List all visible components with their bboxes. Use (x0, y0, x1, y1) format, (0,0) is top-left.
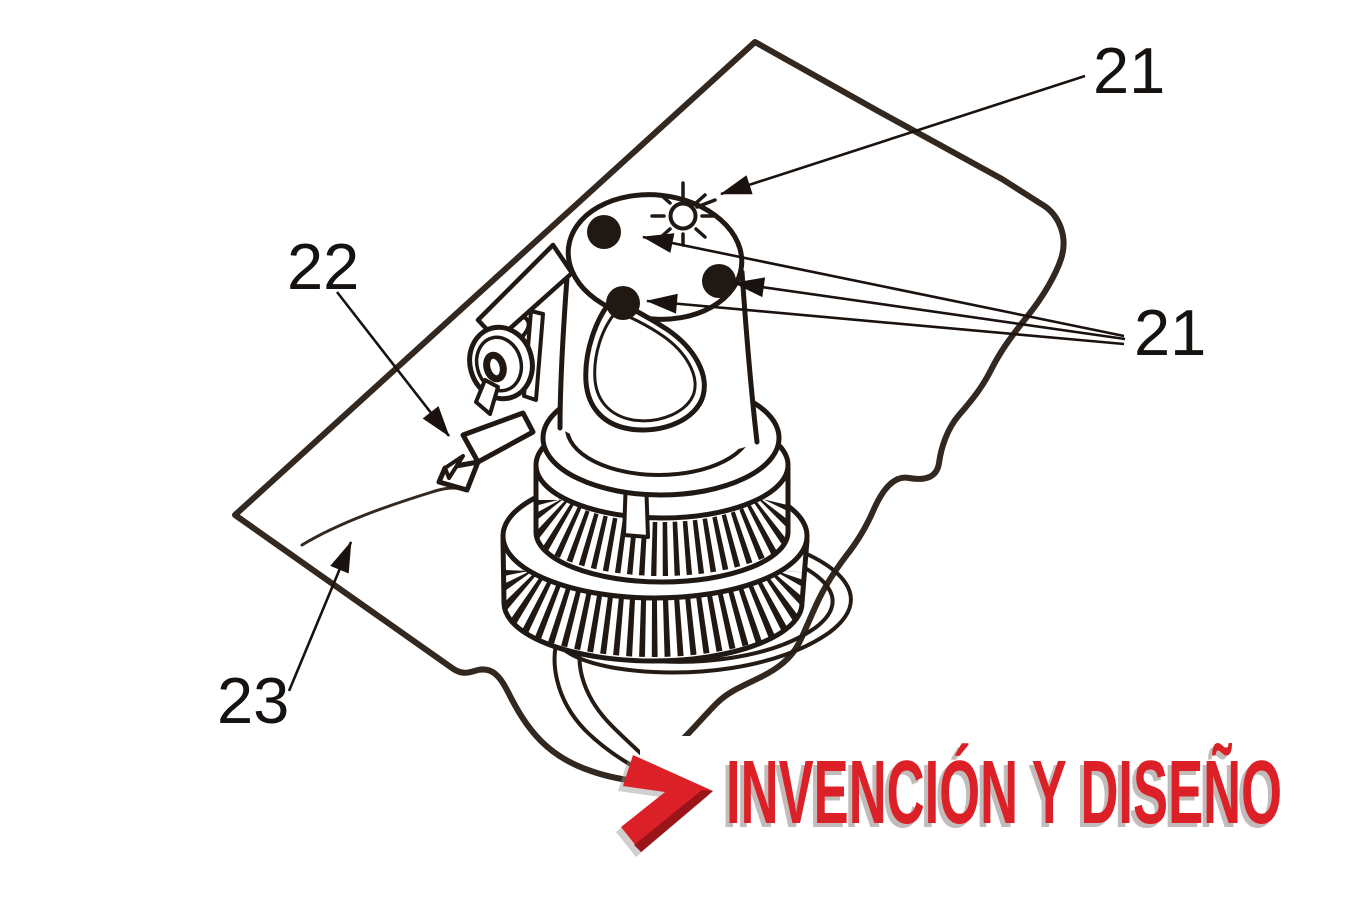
chevron-shade-edge (634, 790, 713, 852)
connector-device (436, 181, 810, 664)
label-23: 23 (217, 664, 289, 737)
pivot-ring (474, 335, 524, 393)
latch-lever-assembly (436, 242, 575, 493)
upper-ring-knurls (536, 495, 788, 576)
teardrop-cutout (583, 297, 707, 433)
label-21-right: 21 (1134, 296, 1206, 369)
panel-outline (232, 39, 1067, 784)
contact-dot-3 (606, 286, 640, 320)
leader-arrow-21-to-dot3 (646, 293, 1125, 346)
leader-arrow-21-to-dot1 (642, 233, 1125, 338)
leader-arrow-22 (335, 291, 451, 437)
wing-tab-main (460, 410, 536, 465)
indicator-light-icon (650, 181, 717, 247)
label-22: 22 (287, 230, 359, 303)
lower-ring-knurls (503, 566, 807, 657)
logo-text: INVENCIÓN Y DISEÑO (726, 742, 1282, 843)
reference-labels: 21 21 22 23 (217, 34, 1206, 737)
red-chevron-arrow-icon (621, 755, 713, 852)
contact-dot-1 (587, 215, 621, 249)
contact-dot-2 (702, 264, 736, 298)
label-21-top-right: 21 (1093, 34, 1165, 107)
cylinder-body (557, 192, 760, 454)
pivot-neck (474, 378, 500, 416)
panel-torn-edge-line (300, 486, 466, 547)
logo: INVENCIÓN Y DISEÑO INVENCIÓN Y DISEÑO (616, 736, 1300, 860)
logo-text-shadow: INVENCIÓN Y DISEÑO (722, 746, 1278, 847)
cylinder-left-edge (557, 261, 571, 431)
leader-arrow-21-top (720, 74, 1086, 196)
top-face-features (587, 181, 736, 320)
leader-arrows (287, 74, 1126, 692)
wing-tab-small (443, 454, 465, 480)
leader-arrow-21-to-dot2 (733, 277, 1126, 341)
teardrop-inner-line (593, 310, 697, 423)
pivot-hole (483, 351, 507, 383)
logo-background (640, 736, 1300, 860)
cable-strand-1 (552, 630, 642, 772)
leader-arrow-23 (287, 541, 353, 692)
panel-sheet (232, 39, 1067, 784)
